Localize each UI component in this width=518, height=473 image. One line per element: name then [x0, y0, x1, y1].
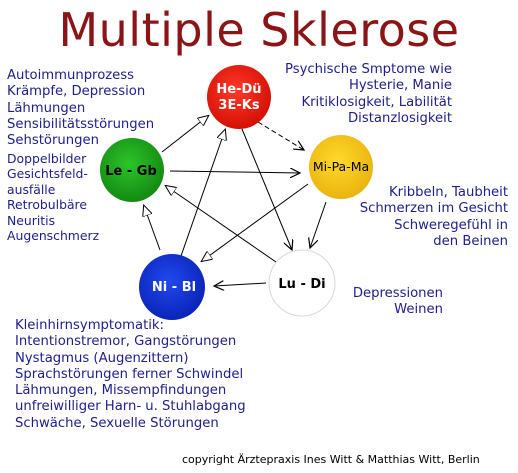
le-gb-symptom: Autoimmunprozess [7, 68, 135, 83]
arrow-ni-to-he [180, 130, 225, 257]
ni-bl-symptom: Lähmungen, Missempfindungen [15, 383, 227, 399]
le-gb-symptom: Lähmungen [7, 100, 86, 116]
arrow-lu-to-ni [214, 283, 267, 286]
mi-pa-ma-symptom: Kribbeln, Taubheit [389, 185, 508, 200]
node-ni-bl: Ni - Bl [139, 254, 205, 320]
he-du-symptom: Distanzlosigkeit [348, 110, 452, 126]
ni-bl-symptoms: Kleinhirnsymptomatik: Intentionstremor, … [15, 318, 246, 432]
le-gb-eye-symptom: Doppelbilder [7, 151, 87, 166]
arrow-le-to-mi [169, 171, 300, 173]
le-gb-symptoms: Autoimmunprozess Krämpfe, Depression Läh… [7, 68, 154, 149]
copyright-notice: copyright Ärztepraxis Ines Witt & Matthi… [182, 453, 480, 466]
node-he-du-line2: 3E-Ks [218, 98, 259, 113]
node-ni-bl-label: Ni - Bl [152, 280, 196, 295]
node-le-gb-label: Le - Gb [105, 164, 157, 179]
node-mi-pa-ma: Mi-Pa-Ma [309, 135, 373, 199]
ni-bl-symptom: Schwäche, Sexuelle Störungen [15, 415, 219, 431]
le-gb-symptom: Sensibilitätsstörungen [7, 116, 155, 132]
le-gb-symptom: Sehstörungen [7, 133, 99, 149]
lu-di-symptom: Weinen [394, 302, 443, 318]
node-lu-di: Lu - Di [268, 249, 336, 317]
node-lu-di-label: Lu - Di [278, 277, 325, 292]
arrow-le-to-he [161, 116, 208, 153]
lu-di-symptoms: Depressionen Weinen [353, 286, 443, 319]
ni-bl-symptom: unfreiwilliger Harn- u. Stuhlabgang [15, 399, 246, 415]
ni-bl-symptom: Intentionstremor, Gangstörungen [15, 334, 237, 350]
diagram-title: Multiple Sklerose [58, 3, 460, 57]
node-he-du: He-Dü 3E-Ks [207, 65, 271, 129]
he-du-symptom: Kritiklosigkeit, Labilität [301, 94, 452, 110]
le-gb-eye-symptoms: Doppelbilder Gesichtsfeld- ausfälle Retr… [7, 151, 99, 243]
ni-bl-symptom: Nystagmus (Augenzittern) [15, 350, 189, 366]
le-gb-eye-symptom: Augenschmerz [7, 228, 100, 244]
arrow-he-to-mi [257, 121, 304, 150]
mi-pa-ma-symptom: den Beinen [433, 233, 508, 249]
ni-bl-symptom: Sprachstörungen ferner Schwindel [15, 366, 244, 382]
le-gb-eye-symptom: ausfälle [7, 181, 56, 197]
node-le-gb: Le - Gb [100, 138, 164, 202]
arrow-ni-to-le [144, 206, 161, 251]
le-gb-symptom: Krämpfe, Depression [7, 84, 146, 100]
ni-bl-symptom: Kleinhirnsymptomatik: [15, 318, 164, 333]
arrow-mi-to-ni [202, 183, 309, 261]
le-gb-eye-symptom: Gesichtsfeld- [7, 166, 88, 182]
node-mi-pa-ma-label: Mi-Pa-Ma [313, 159, 369, 174]
le-gb-eye-symptom: Retrobulbäre [7, 197, 87, 213]
arrow-he-to-lu [241, 128, 292, 250]
le-gb-eye-symptom: Neuritis [7, 212, 56, 228]
he-du-symptom: Psychische Smptome wie [285, 62, 452, 77]
arrow-lu-to-le [166, 186, 277, 263]
lu-di-symptom: Depressionen [352, 286, 443, 301]
arrow-mi-to-lu [310, 201, 327, 248]
mi-pa-ma-symptoms: Kribbeln, Taubheit Schmerzen im Gesicht … [360, 185, 508, 250]
mi-pa-ma-symptom: Schmerzen im Gesicht [359, 201, 508, 217]
he-du-symptoms: Psychische Smptome wie Hysterie, Manie K… [285, 62, 452, 127]
he-du-symptom: Hysterie, Manie [348, 78, 452, 94]
node-he-du-line1: He-Dü [216, 82, 261, 97]
mi-pa-ma-symptom: Schweregefühl in [394, 217, 508, 233]
